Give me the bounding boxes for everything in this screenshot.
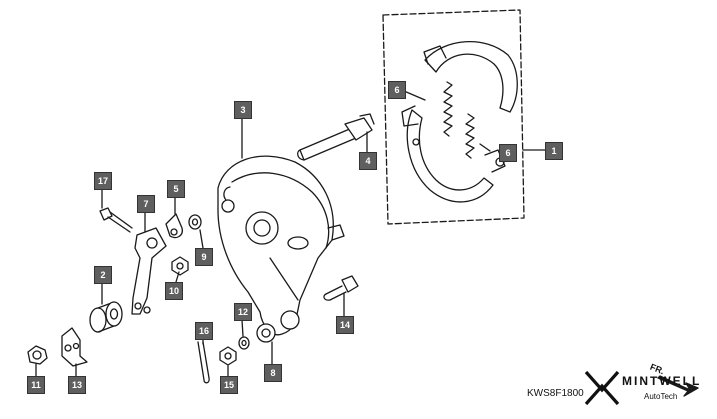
- leader-12: [241, 319, 244, 337]
- brake-panel: [217, 155, 345, 336]
- leader-10: [175, 271, 180, 283]
- callout-17[interactable]: 17: [94, 172, 112, 190]
- callout-13[interactable]: 13: [68, 376, 86, 394]
- callout-9[interactable]: 9: [195, 248, 213, 266]
- callout-16[interactable]: 16: [195, 322, 213, 340]
- leader-6a: [403, 90, 426, 101]
- callout-11[interactable]: 11: [27, 376, 45, 394]
- brand-mark-icon: [584, 370, 620, 406]
- anchor-bolt: [323, 275, 359, 301]
- brake-arm: [131, 227, 167, 315]
- cotter-pin: [197, 341, 210, 384]
- callout-5[interactable]: 5: [167, 180, 185, 198]
- collar: [89, 301, 123, 333]
- brake-camshaft: [297, 113, 375, 161]
- collar-nut: [27, 345, 48, 365]
- arm-washer: [188, 214, 202, 230]
- callout-4[interactable]: 4: [359, 152, 377, 170]
- brake-shoe-springs: [443, 81, 475, 159]
- callout-3[interactable]: 3: [234, 101, 252, 119]
- lock-washer: [238, 336, 250, 350]
- castle-nut: [219, 346, 237, 366]
- callout-2[interactable]: 2: [94, 266, 112, 284]
- wear-indicator-plate: [165, 213, 183, 239]
- callout-6-upper[interactable]: 6: [388, 81, 406, 99]
- stopper-bracket: [61, 327, 88, 367]
- callout-1[interactable]: 1: [545, 142, 563, 160]
- brand-name: MINTWELL: [622, 374, 702, 388]
- callout-12[interactable]: 12: [234, 303, 252, 321]
- brand-subtitle: AutoTech: [644, 392, 678, 401]
- callout-14[interactable]: 14: [336, 316, 354, 334]
- front-direction-arrow: [657, 375, 699, 397]
- brand-logo: MINTWELL AutoTech: [578, 364, 710, 414]
- brake-shoe-set: [401, 40, 518, 203]
- callout-6-lower[interactable]: 6: [499, 144, 517, 162]
- panel-washer: [256, 323, 276, 343]
- leader-6b: [479, 143, 491, 152]
- callout-10[interactable]: 10: [165, 282, 183, 300]
- diagram-code: KWS8F1800: [527, 388, 584, 399]
- callout-15[interactable]: 15: [220, 376, 238, 394]
- arm-nut: [171, 256, 189, 276]
- brake-shoe-kit-boundary: [382, 9, 525, 225]
- leader-9: [199, 229, 204, 249]
- callout-8[interactable]: 8: [264, 364, 282, 382]
- arm-bolt: [99, 207, 133, 233]
- callout-7[interactable]: 7: [137, 195, 155, 213]
